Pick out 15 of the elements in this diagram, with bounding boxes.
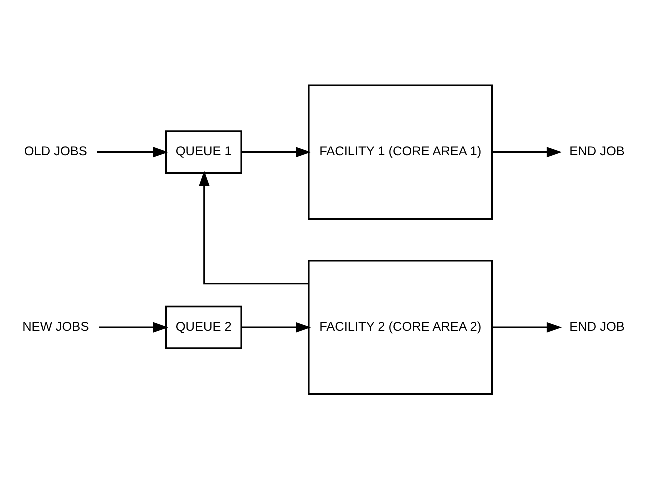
arrow bbox=[492, 322, 562, 332]
node-box: QUEUE 1 bbox=[165, 130, 242, 174]
node-text: OLD JOBS bbox=[24, 143, 88, 158]
arrow bbox=[97, 146, 169, 158]
node-text: NEW JOBS bbox=[22, 318, 90, 334]
node-text: END JOB bbox=[570, 143, 625, 158]
arrow bbox=[99, 322, 169, 332]
arrow bbox=[242, 146, 312, 158]
node-box: FACILITY 1 (CORE AREA 1) bbox=[308, 84, 494, 220]
arrow bbox=[492, 146, 562, 158]
node-text: END JOB bbox=[570, 318, 625, 334]
arrow bbox=[242, 322, 312, 332]
node-box: QUEUE 2 bbox=[165, 305, 242, 349]
arrow bbox=[199, 170, 309, 284]
node-box: FACILITY 2 (CORE AREA 2) bbox=[308, 260, 494, 395]
